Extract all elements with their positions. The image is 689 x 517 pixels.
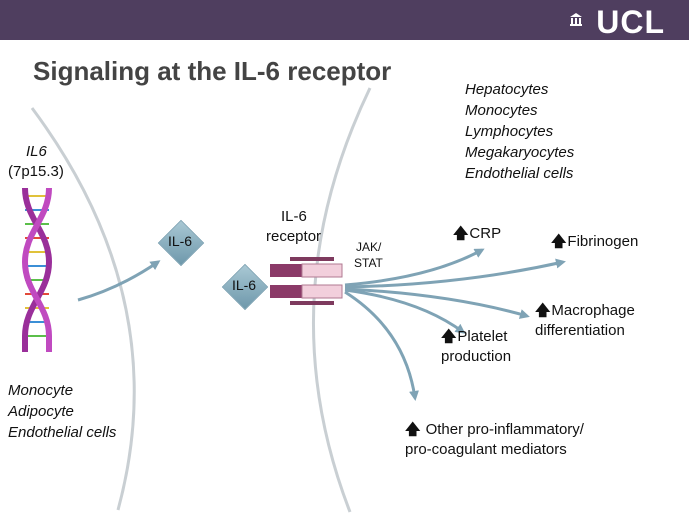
- page-title: Signaling at the IL-6 receptor: [33, 56, 392, 86]
- cell-membrane-left: [30, 107, 136, 511]
- il6-ligand-bound: IL-6: [221, 263, 269, 311]
- target-cell-4: Megakaryocytes: [465, 144, 575, 161]
- receptor-label-line1: IL-6: [281, 208, 307, 225]
- il6-ligand-label: IL-6: [167, 233, 193, 249]
- up-arrow-icon: 🡅: [535, 302, 551, 319]
- secretion-arrow: [77, 260, 161, 302]
- il6-ligand-free: IL-6: [157, 219, 205, 267]
- pathway-label-line2: STAT: [354, 256, 383, 270]
- outcome-fibrinogen: 🡅Fibrinogen: [551, 233, 639, 250]
- outcome-platelet: 🡅Platelet: [441, 328, 508, 345]
- target-cell-5: Endothelial cells: [465, 165, 574, 182]
- outcome-macrophage-line2: differentiation: [535, 322, 625, 339]
- arrow-to-fibrinogen: [344, 258, 566, 289]
- il6-receptor-icon: [270, 257, 343, 305]
- outcome-macrophage: 🡅Macrophage: [535, 302, 635, 319]
- outcome-other-line2: pro-coagulant mediators: [405, 441, 567, 458]
- cell-membrane-right: [311, 87, 372, 513]
- outcome-other: 🡅 Other pro-inflammatory/: [405, 421, 584, 438]
- outcome-crp: 🡅CRP: [453, 225, 502, 242]
- gene-name: IL6: [26, 143, 47, 160]
- target-cell-2: Monocytes: [465, 102, 538, 119]
- pathway-label-line1: JAK/: [356, 240, 382, 254]
- up-arrow-icon: 🡅: [453, 225, 469, 242]
- up-arrow-icon: 🡅: [551, 233, 567, 250]
- dna-helix-icon: [21, 187, 53, 352]
- up-arrow-icon: 🡅: [405, 421, 421, 438]
- up-arrow-icon: 🡅: [441, 328, 457, 345]
- arrow-to-crp: [344, 248, 485, 287]
- portico-icon: [570, 13, 582, 26]
- arrow-to-other-mediators: [344, 290, 419, 401]
- source-cell-2: Adipocyte: [8, 403, 74, 420]
- il6-bound-label: IL-6: [231, 277, 257, 293]
- arrow-to-macrophage: [344, 287, 530, 319]
- ucl-logo: UCL: [596, 4, 665, 40]
- target-cell-3: Lymphocytes: [465, 123, 554, 140]
- outcome-platelet-line2: production: [441, 348, 512, 365]
- arrow-to-platelet: [344, 288, 466, 334]
- target-cell-1: Hepatocytes: [465, 81, 549, 98]
- source-cell-3: Endothelial cells: [8, 424, 117, 441]
- header-bar: [0, 0, 689, 40]
- source-cell-1: Monocyte: [8, 382, 74, 399]
- gene-locus: (7p15.3): [8, 163, 64, 180]
- receptor-label-line2: receptor: [266, 228, 322, 245]
